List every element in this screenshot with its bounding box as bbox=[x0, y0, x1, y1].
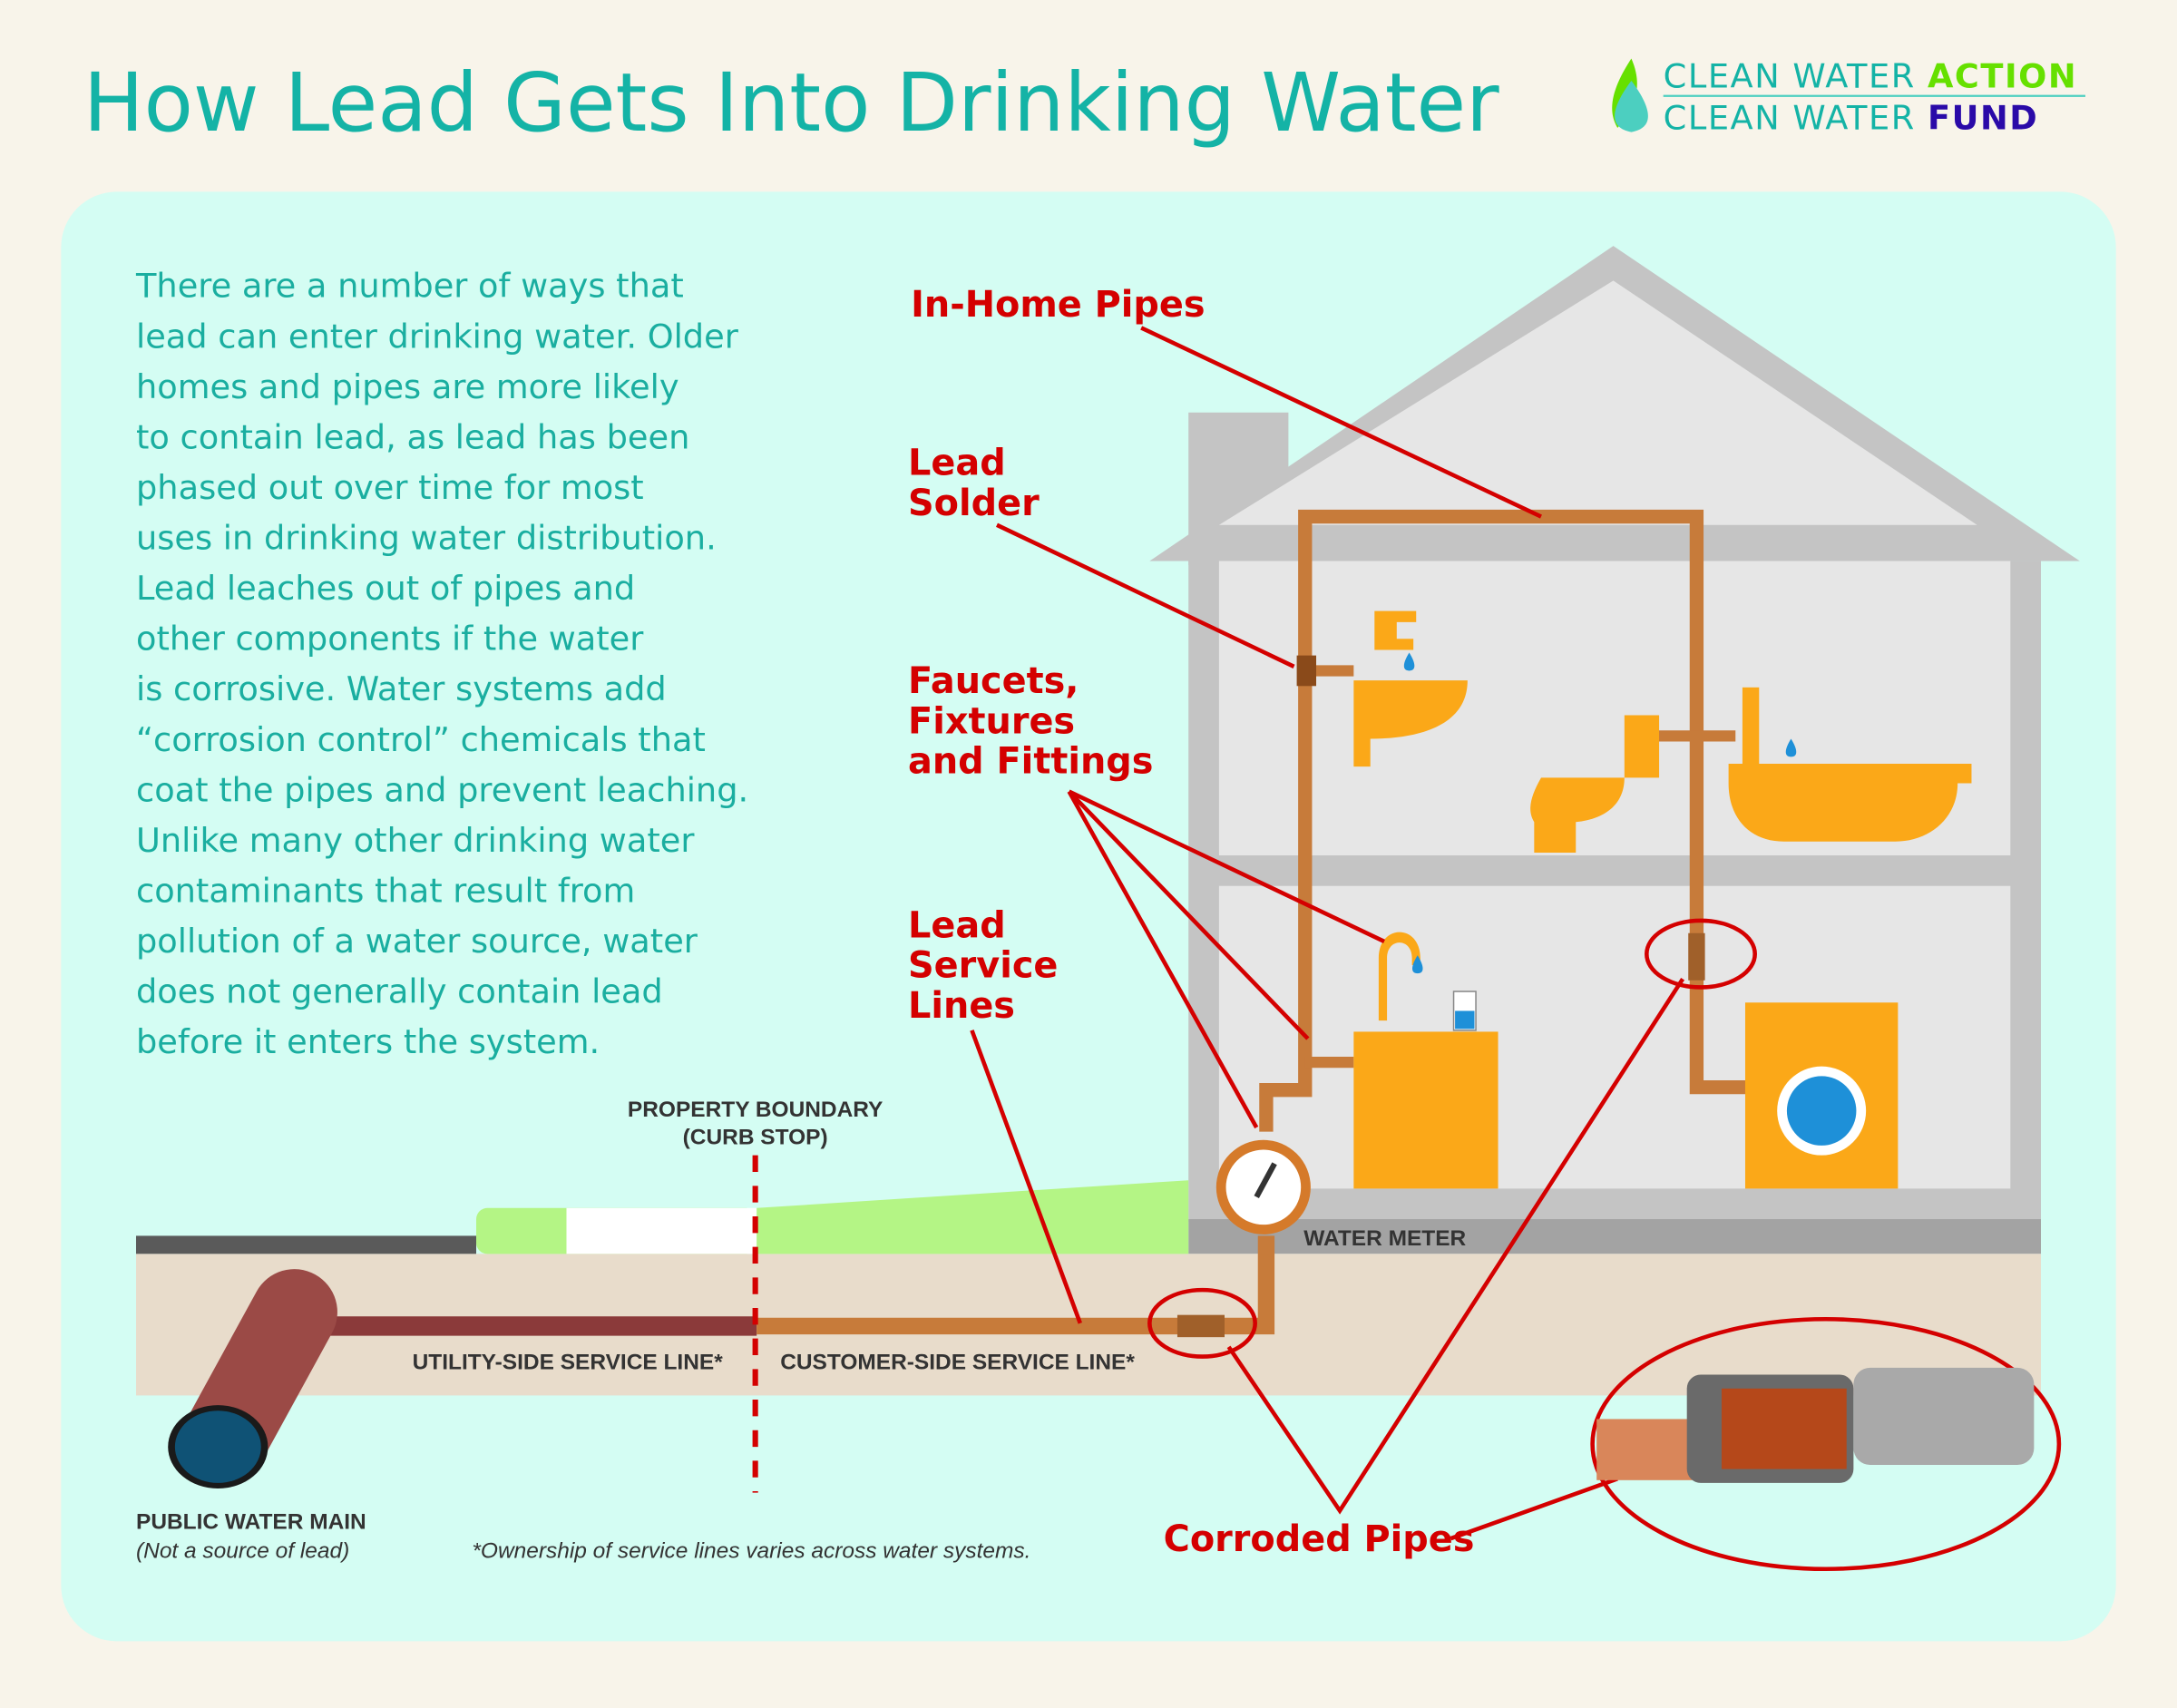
water-main-label: PUBLIC WATER MAIN bbox=[136, 1509, 366, 1534]
intro-line: to contain lead, as lead has been bbox=[136, 417, 689, 456]
bathroom-sink-icon bbox=[1353, 680, 1468, 767]
intro-line: “corrosion control” chemicals that bbox=[136, 720, 706, 759]
logo-fund: FUND bbox=[1928, 99, 2038, 138]
intro-line: is corrosive. Water systems add bbox=[136, 669, 667, 708]
pipes bbox=[316, 509, 1747, 1336]
corroded-pipe-photo bbox=[1596, 1367, 2035, 1483]
water-meter-label: WATER METER bbox=[1303, 1226, 1466, 1251]
intro-line: coat the pipes and prevent leaching. bbox=[136, 770, 748, 809]
logo: CLEAN WATER ACTION CLEAN WATER FUND bbox=[1612, 57, 2085, 138]
svg-text:CLEAN WATER FUND: CLEAN WATER FUND bbox=[1664, 99, 2039, 138]
water-drop-icon bbox=[1412, 955, 1423, 974]
callout-in-home-pipes: In-Home Pipes bbox=[911, 284, 1205, 326]
intro-line: before it enters the system. bbox=[136, 1022, 600, 1061]
callout-lines bbox=[970, 326, 2062, 1572]
intro-paragraph: There are a number of ways that lead can … bbox=[135, 267, 748, 1061]
intro-line: contaminants that result from bbox=[136, 871, 635, 910]
water-meter bbox=[1215, 1139, 1311, 1235]
callout-lines: Lines bbox=[908, 985, 1015, 1027]
corroded-joint bbox=[1688, 932, 1705, 981]
intro-line: pollution of a water source, water bbox=[136, 922, 698, 961]
footnote: *Ownership of service lines varies acros… bbox=[472, 1539, 1030, 1564]
callout-solder: Solder bbox=[908, 483, 1040, 524]
water-main-note: (Not a source of lead) bbox=[136, 1539, 349, 1564]
logo-line1: CLEAN WATER bbox=[1664, 57, 1928, 96]
intro-line: phased out over time for most bbox=[136, 468, 644, 507]
callout-lead: Lead bbox=[908, 443, 1006, 484]
callout-fixtures: Fixtures bbox=[908, 700, 1075, 742]
road bbox=[136, 1235, 476, 1254]
intro-line: Lead leaches out of pipes and bbox=[136, 569, 635, 608]
callout-corroded-pipes: Corroded Pipes bbox=[1164, 1518, 1475, 1560]
property-boundary-label: PROPERTY BOUNDARY bbox=[628, 1098, 883, 1122]
gauge-needle bbox=[1254, 1162, 1277, 1199]
page-title: How Lead Gets Into Drinking Water bbox=[83, 56, 1499, 150]
logo-action: ACTION bbox=[1928, 57, 2077, 96]
bathtub-icon bbox=[1728, 764, 1972, 842]
customer-side-pipe bbox=[757, 1235, 1275, 1335]
curb-stop-label: (CURB STOP) bbox=[683, 1125, 828, 1149]
kitchen-cabinet bbox=[1353, 1031, 1499, 1189]
intro-line: homes and pipes are more likely bbox=[136, 367, 679, 406]
callout-faucets: Faucets, bbox=[908, 660, 1079, 702]
intro-line: does not generally contain lead bbox=[136, 972, 663, 1011]
sink-faucet-icon bbox=[1374, 610, 1417, 650]
intro-line: There are a number of ways that bbox=[135, 267, 684, 306]
labels: In-Home Pipes Lead Solder Faucets, Fixtu… bbox=[136, 284, 1474, 1563]
logo-line2: CLEAN WATER bbox=[1664, 99, 1928, 138]
callout-lead-service: Lead bbox=[908, 904, 1006, 946]
callout-fittings: and Fittings bbox=[908, 741, 1153, 783]
kitchen-faucet-icon bbox=[1378, 932, 1420, 1021]
intro-line: Unlike many other drinking water bbox=[136, 821, 695, 860]
tub-faucet-icon bbox=[1742, 687, 1760, 765]
sidewalk bbox=[566, 1207, 757, 1254]
callout-service: Service bbox=[908, 945, 1058, 987]
utility-side-label: UTILITY-SIDE SERVICE LINE* bbox=[413, 1350, 724, 1374]
in-home-pipes bbox=[1259, 509, 1747, 1132]
water-drop-icon bbox=[1615, 80, 1648, 132]
intro-line: uses in drinking water distribution. bbox=[136, 519, 717, 558]
customer-side-label: CUSTOMER-SIDE SERVICE LINE* bbox=[780, 1350, 1135, 1374]
intro-line: other components if the water bbox=[136, 620, 644, 659]
svg-text:CLEAN WATER ACTION: CLEAN WATER ACTION bbox=[1664, 57, 2078, 96]
toilet-icon bbox=[1530, 715, 1660, 853]
water-drop-icon bbox=[1785, 738, 1797, 757]
public-water-main bbox=[168, 1269, 337, 1488]
solder-joint bbox=[1296, 655, 1317, 687]
water-drop-icon bbox=[1403, 652, 1415, 671]
intro-line: lead can enter drinking water. Older bbox=[136, 317, 739, 356]
fixtures bbox=[1353, 610, 1972, 1189]
